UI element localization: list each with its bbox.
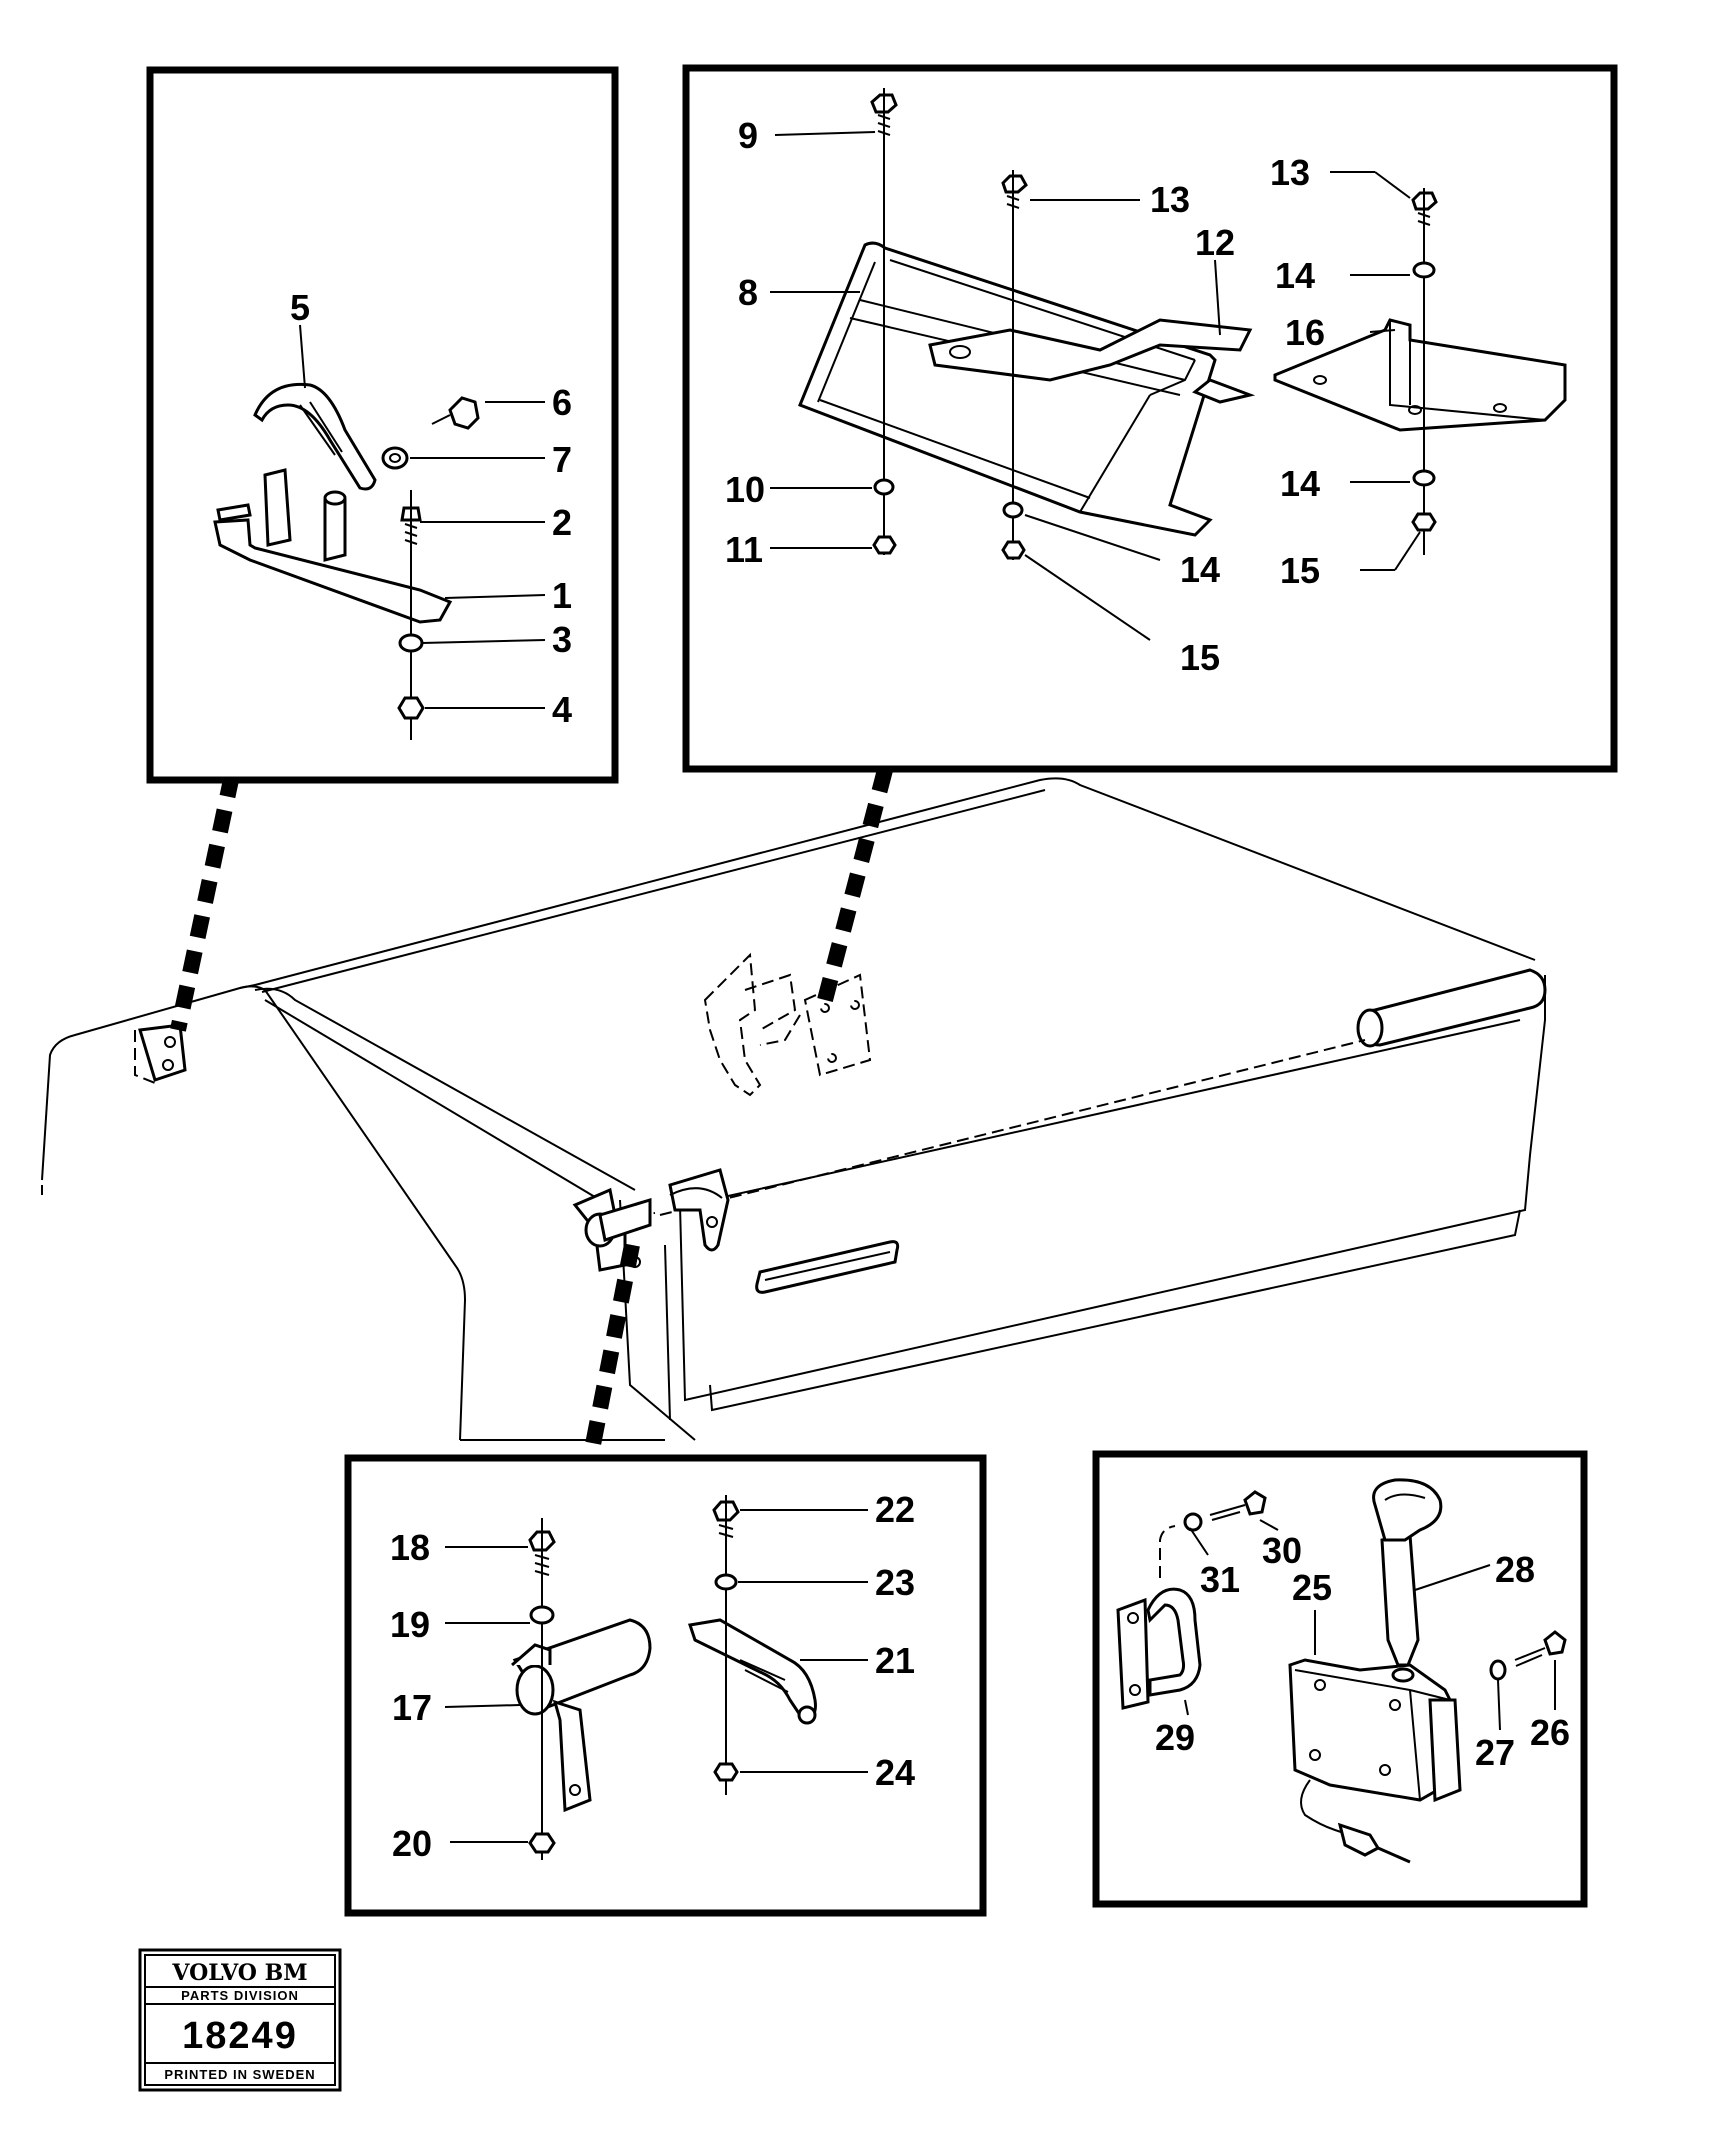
panel-b: 9 13 8 12 10 11 14 15 13 14 16 14 15 (682, 64, 1618, 773)
callout-19: 19 (390, 1604, 430, 1645)
callout-8: 8 (738, 272, 758, 313)
callout-20: 20 (392, 1823, 432, 1864)
callout-9: 9 (738, 115, 758, 156)
callout-23: 23 (875, 1562, 915, 1603)
callout-11: 11 (725, 529, 763, 570)
callout-14-lower: 14 (1280, 463, 1320, 504)
leader-dashes (170, 767, 893, 1462)
callout-5: 5 (290, 287, 310, 328)
callout-2: 2 (552, 502, 572, 543)
callout-10: 10 (725, 469, 765, 510)
callout-7: 7 (552, 439, 572, 480)
volvo-bm-stamp: VOLVO BM PARTS DIVISION 18249 PRINTED IN… (138, 1948, 342, 2092)
callout-13-right: 13 (1270, 152, 1310, 193)
callout-26: 26 (1530, 1712, 1570, 1753)
callout-15-right: 15 (1280, 550, 1320, 591)
callout-24: 24 (875, 1752, 915, 1793)
logo-printed: PRINTED IN SWEDEN (164, 2067, 315, 2082)
callout-15-mid: 15 (1180, 637, 1220, 678)
callout-4: 4 (552, 689, 572, 730)
callout-12: 12 (1195, 222, 1235, 263)
callout-13-mid: 13 (1150, 179, 1190, 220)
callout-27: 27 (1475, 1732, 1515, 1773)
callout-31: 31 (1200, 1559, 1240, 1600)
callout-14-mid: 14 (1180, 549, 1220, 590)
machine-hood (41, 777, 1547, 1441)
panel-c: 18 19 17 20 22 23 21 24 (344, 1454, 987, 1917)
callout-1: 1 (552, 575, 572, 616)
callout-16: 16 (1285, 312, 1325, 353)
callout-28: 28 (1495, 1549, 1535, 1590)
callout-18: 18 (390, 1527, 430, 1568)
callout-17: 17 (392, 1687, 432, 1728)
callout-29: 29 (1155, 1717, 1195, 1758)
panel-a: 5 6 7 2 1 3 4 (146, 66, 619, 784)
callout-3: 3 (552, 619, 572, 660)
panel-d: 30 31 28 25 29 27 26 (1092, 1450, 1588, 1908)
callout-22: 22 (875, 1489, 915, 1530)
logo-brand: VOLVO BM (171, 1960, 307, 1986)
callout-21: 21 (875, 1640, 915, 1681)
figure-number: 18249 (182, 2015, 298, 2057)
callout-25: 25 (1292, 1567, 1332, 1608)
callout-14-upper: 14 (1275, 255, 1315, 296)
logo-division: PARTS DIVISION (181, 1988, 299, 2003)
callout-6: 6 (552, 382, 572, 423)
callout-30: 30 (1262, 1530, 1302, 1571)
